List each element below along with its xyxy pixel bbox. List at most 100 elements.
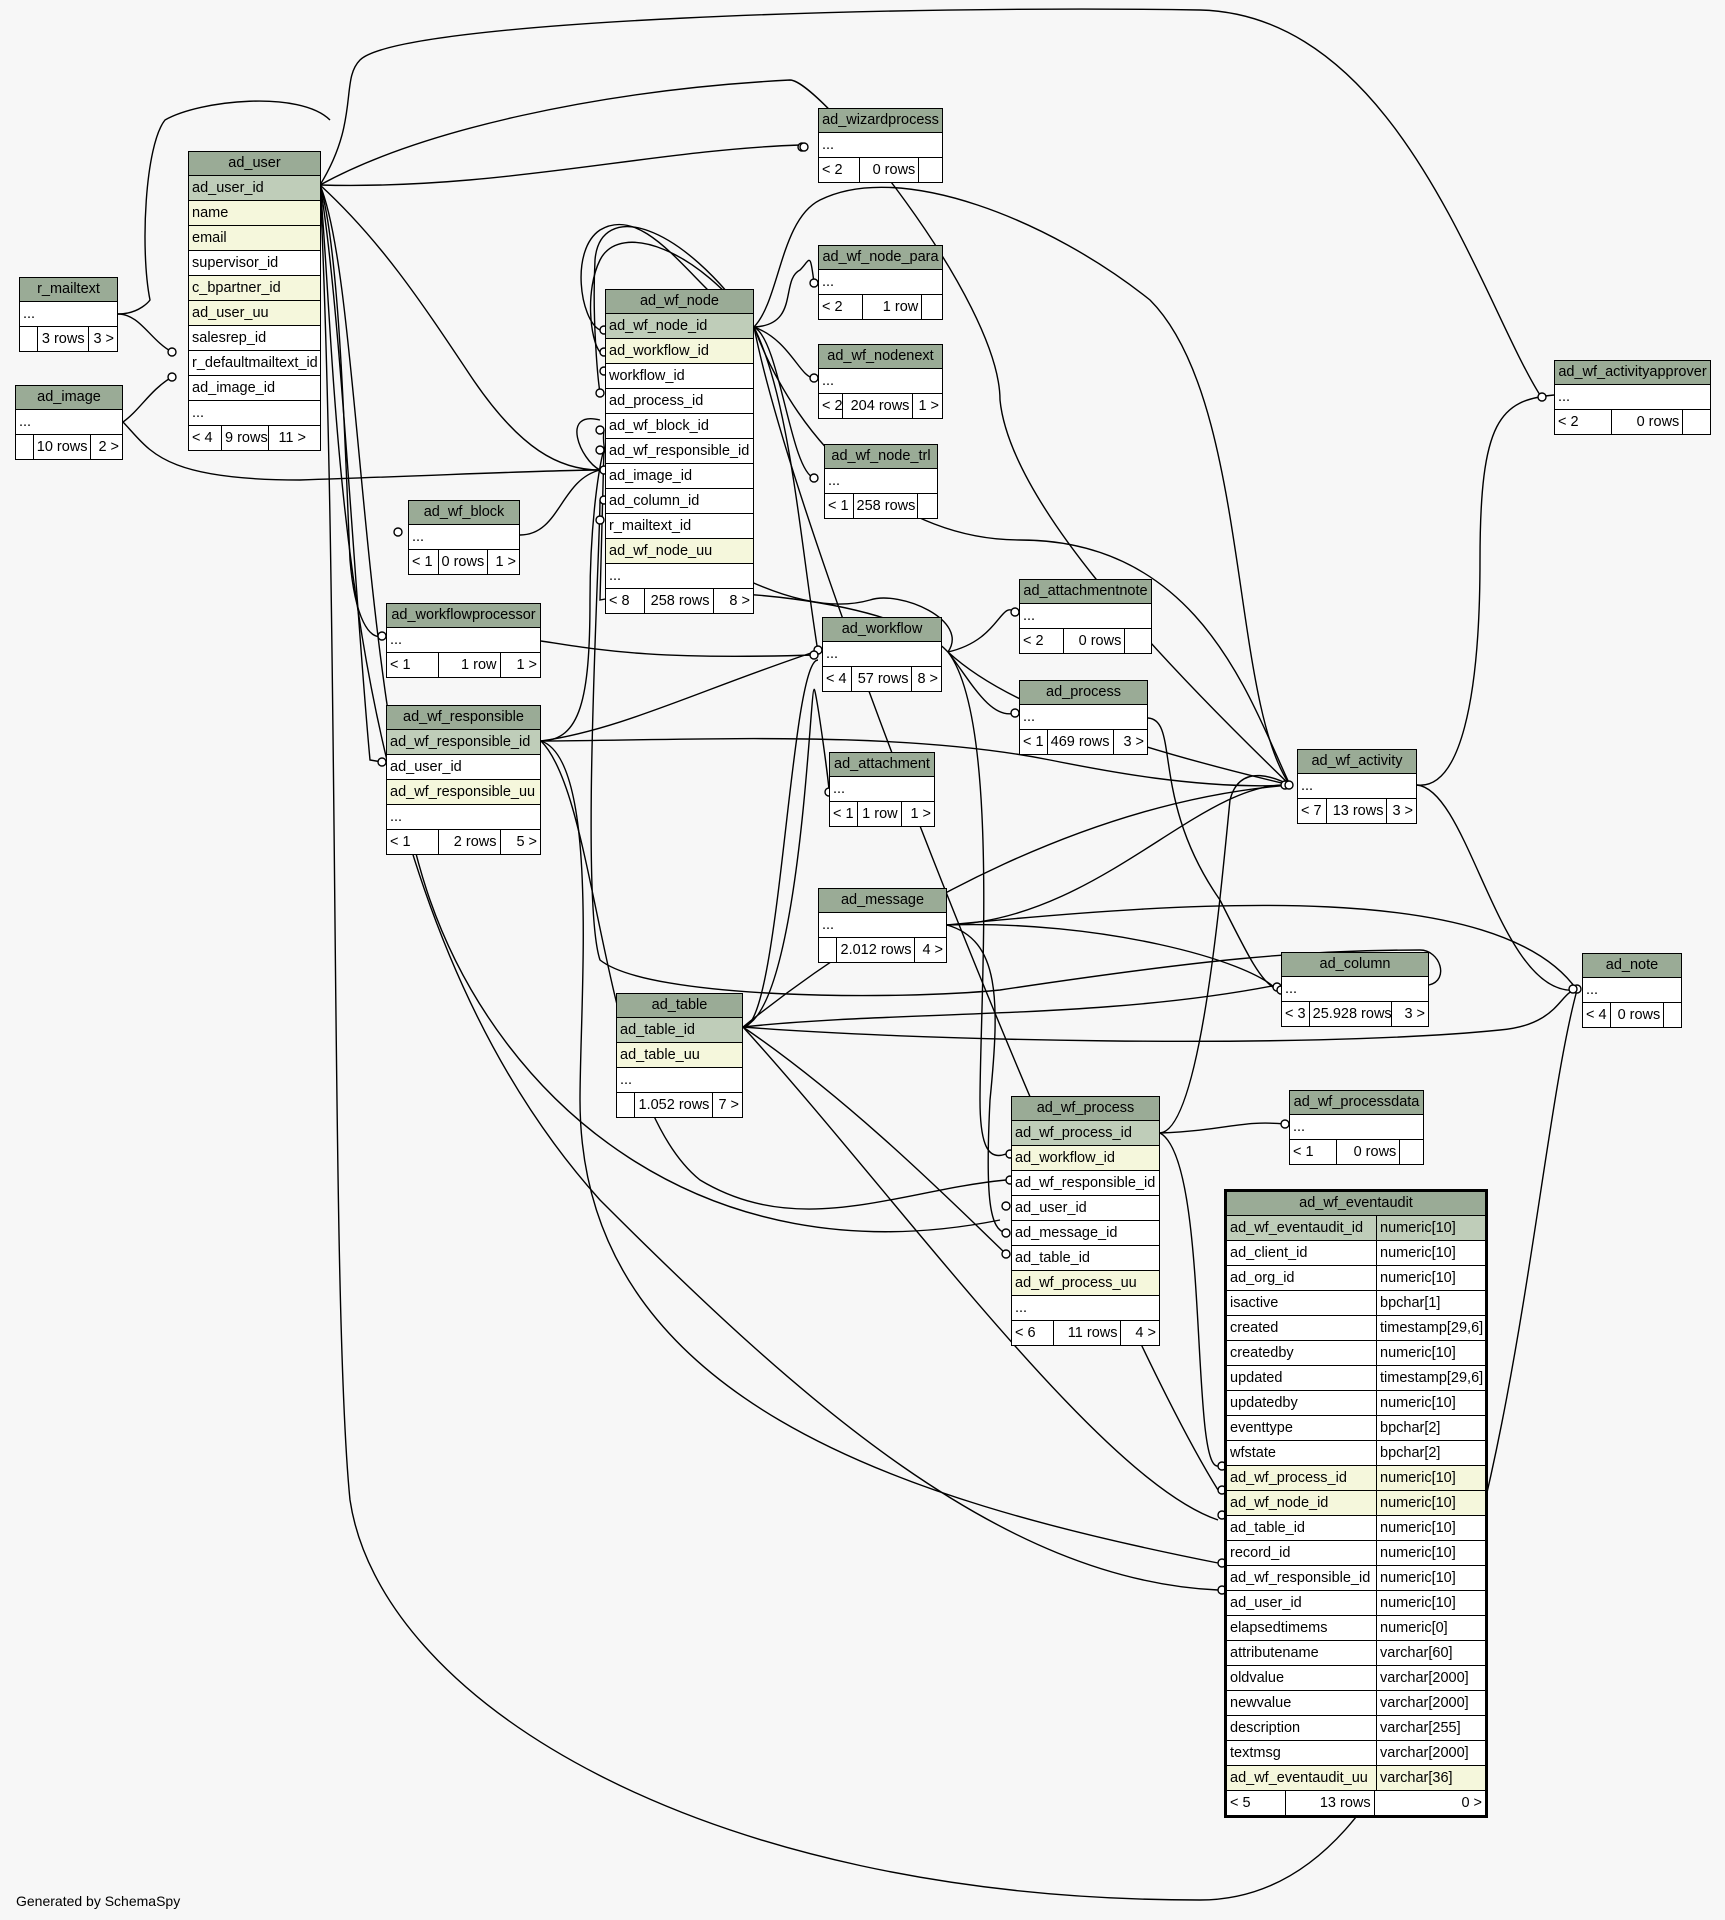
children-count[interactable] [1664,1003,1681,1027]
parents-count[interactable]: < 2 [819,394,843,418]
column-row[interactable]: ad_workflow_id [1012,1146,1159,1171]
children-count[interactable]: 1 > [910,806,931,822]
table-header[interactable]: ad_column [1282,953,1428,977]
table-header[interactable]: ad_wf_activityapprover [1555,361,1710,385]
parents-count[interactable]: < 6 [1012,1321,1055,1345]
column-row[interactable]: ... [830,777,934,802]
table-header[interactable]: ad_user [189,152,320,176]
row-count[interactable]: 258 rows [854,494,919,518]
row-count[interactable]: 0 rows [439,550,488,574]
parents-count[interactable]: < 1 [825,494,854,518]
row-count[interactable]: 1 row [858,802,902,826]
children-count[interactable]: 8 > [917,671,939,687]
children-count[interactable]: 5 > [516,834,537,850]
parents-count[interactable]: < 4 [823,667,852,691]
children-count[interactable]: 1 > [516,657,537,673]
table-header[interactable]: ad_table [617,994,742,1018]
table-header[interactable]: ad_wf_processdata [1290,1091,1423,1115]
table-header[interactable]: ad_wf_node_trl [825,445,937,469]
table-header[interactable]: ad_process [1020,681,1147,705]
column-row[interactable]: ad_image_id [189,376,320,401]
table-header[interactable]: ad_wf_nodenext [819,345,942,369]
row-count[interactable]: 3 rows [38,327,89,351]
table-header[interactable]: r_mailtext [20,278,117,302]
column-row[interactable]: ... [819,270,942,295]
table-header[interactable]: ad_wizardprocess [819,109,942,133]
children-count[interactable]: 2 > [98,439,119,455]
row-count[interactable]: 13 rows [1327,799,1388,823]
column-row[interactable]: ... [1290,1115,1423,1140]
parents-count[interactable]: < 2 [819,295,864,319]
column-row[interactable]: ad_user_uu [189,301,320,326]
column-row[interactable]: ... [819,133,942,158]
column-row[interactable]: ... [189,401,320,426]
table-header[interactable]: ad_wf_node_para [819,246,942,270]
parents-count[interactable]: < 2 [1020,629,1065,653]
column-row[interactable]: c_bpartner_id [189,276,320,301]
row-count[interactable]: 10 rows [34,435,91,459]
parents-count[interactable]: < 5 [1227,1791,1286,1815]
column-row[interactable]: ... [606,564,753,589]
column-row[interactable]: ad_table_id [1012,1246,1159,1271]
column-row[interactable]: ad_message_id [1012,1221,1159,1246]
row-count[interactable]: 469 rows [1048,730,1114,754]
column-row[interactable]: ad_column_id [606,489,753,514]
row-count[interactable]: 0 rows [1064,629,1126,653]
children-count[interactable] [919,158,942,182]
parents-count[interactable]: < 1 [1020,730,1048,754]
primary-key-column[interactable]: ad_user_id [189,176,320,201]
column-row[interactable]: ad_process_id [606,389,753,414]
table-header[interactable]: ad_wf_responsible [387,706,540,730]
column-row[interactable]: ... [1298,774,1416,799]
children-count[interactable]: 3 > [1392,803,1414,819]
row-count[interactable]: 1.052 rows [635,1093,714,1117]
column-row[interactable]: ... [617,1068,742,1093]
row-count[interactable]: 1 row [863,295,923,319]
parents-count[interactable]: < 4 [1583,1003,1612,1027]
table-header[interactable]: ad_message [819,889,946,913]
row-count[interactable]: 258 rows [645,589,714,613]
children-count[interactable] [1683,410,1710,434]
row-count[interactable]: 0 rows [1612,410,1684,434]
table-header[interactable]: ad_workflowprocessor [387,604,540,628]
column-row[interactable]: name [189,201,320,226]
children-count[interactable]: 0 > [1461,1795,1483,1811]
children-count[interactable]: 3 > [1404,1006,1425,1022]
parents-count[interactable]: < 7 [1298,799,1327,823]
column-row[interactable]: ... [409,525,519,550]
parents-count[interactable] [617,1093,635,1117]
table-header[interactable]: ad_note [1583,954,1681,978]
table-header[interactable]: ad_wf_block [409,501,519,525]
parents-count[interactable]: < 1 [1290,1140,1338,1164]
table-header[interactable]: ad_workflow [823,618,941,642]
column-row[interactable]: r_mailtext_id [606,514,753,539]
row-count[interactable]: 9 rows [222,426,269,450]
children-count[interactable] [1400,1140,1423,1164]
children-count[interactable] [922,295,942,319]
table-header[interactable]: ad_wf_process [1012,1097,1159,1121]
parents-count[interactable]: < 1 [387,653,440,677]
primary-key-column[interactable]: ad_wf_responsible_id [387,730,540,755]
children-count[interactable] [1125,629,1151,653]
